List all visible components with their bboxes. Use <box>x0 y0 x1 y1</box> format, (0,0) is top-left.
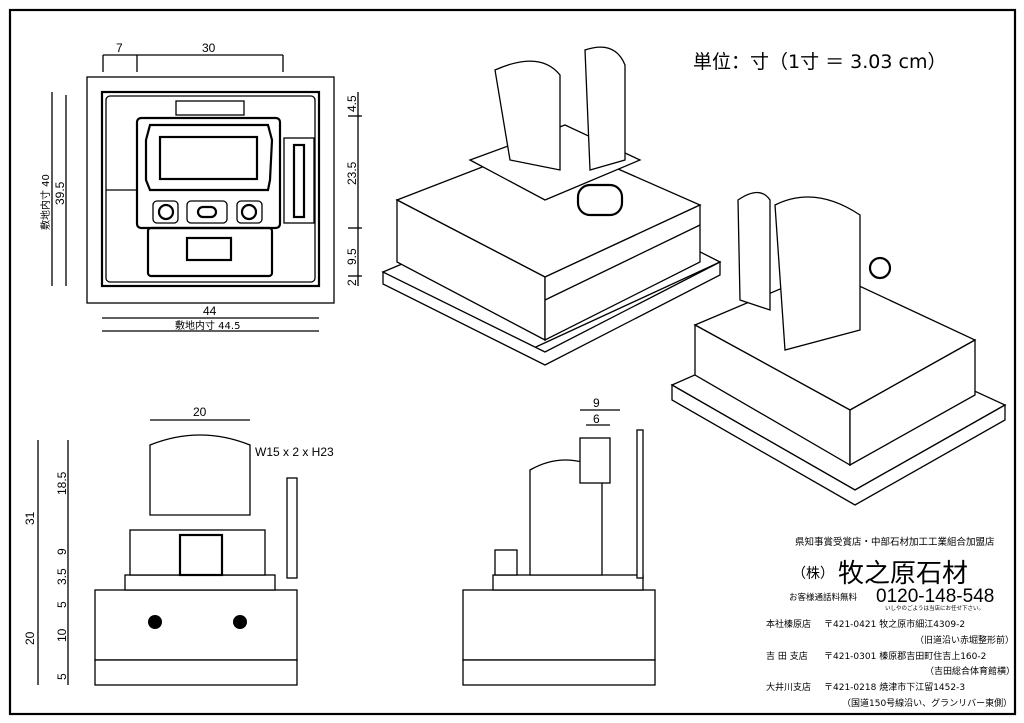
dim-note: W15 x 2 x H23 <box>255 445 334 459</box>
dim-18-5: 18.5 <box>55 471 69 495</box>
dim-front-20: 20 <box>193 405 207 419</box>
company-name: 牧之原石材 <box>838 559 968 589</box>
branch-address: 〒421-0421 牧之原市細江4309-2 <box>824 618 965 630</box>
front-view: 20 W15 x 2 x H23 31 18.5 9 3.5 5 10 5 20 <box>23 405 334 686</box>
dim-10: 10 <box>55 628 69 642</box>
dim-7: 7 <box>116 41 123 55</box>
unit-note: 単位：寸（1寸 ＝ 3.03 cm） <box>693 51 946 73</box>
dim-inner-40: 敷地内寸 40 <box>39 174 52 230</box>
dim-3-5: 3.5 <box>55 568 69 585</box>
isometric-view-front <box>381 46 722 366</box>
company-tagline: 県知事賞受賞店・中部石材加工工業組合加盟店 <box>795 536 995 548</box>
sheet-border <box>8 8 1017 716</box>
dim-inner-44-5: 敷地内寸 44.5 <box>175 319 240 332</box>
dim-side-6: 6 <box>593 412 600 426</box>
dim-30: 30 <box>202 41 216 55</box>
branch-name: 吉 田 支店 <box>766 650 808 662</box>
dim-23-5: 23.5 <box>345 161 359 185</box>
phone-sub: いしやのごようは当店にお任せ下さい。 <box>885 604 984 612</box>
dim-44: 44 <box>203 304 217 318</box>
phone-number: 0120-148-548 <box>876 586 994 607</box>
dim-4-5: 4.5 <box>345 95 359 112</box>
branch-note: （吉田総合体育館横） <box>925 665 1015 677</box>
dim-side-9: 9 <box>593 396 600 410</box>
branch-note: （旧道沿い赤堀整形前） <box>915 634 1014 646</box>
company-info: 県知事賞受賞店・中部石材加工工業組合加盟店 （株） 牧之原石材 お客様通話料無料… <box>766 536 1015 709</box>
side-view: 9 6 <box>462 396 656 686</box>
dim-2: 2 <box>345 279 359 286</box>
dim-9-5: 9.5 <box>345 248 359 265</box>
dim-5a: 5 <box>55 601 69 608</box>
branch-note: （国道150号線沿い、グランリバー東側） <box>842 697 1012 709</box>
dim-20: 20 <box>23 631 37 645</box>
isometric-view-rear <box>670 191 1007 506</box>
dim-39-5: 39.5 <box>53 181 67 205</box>
plan-view: 7 30 敷地内寸 40 39.5 4.5 23.5 9.5 2 44 敷地内寸… <box>39 41 362 332</box>
branch-address: 〒421-0301 榛原郡吉田町住吉上160-2 <box>824 650 986 662</box>
branch-address: 〒421-0218 焼津市下江留1452-3 <box>824 681 965 693</box>
phone-label: お客様通話料無料 <box>789 592 858 603</box>
branch-name: 大井川支店 <box>766 681 811 693</box>
branch-name: 本社榛原店 <box>766 618 811 630</box>
dim-9: 9 <box>55 548 69 555</box>
dim-31: 31 <box>23 511 37 525</box>
dim-5b: 5 <box>55 673 69 680</box>
company-prefix: （株） <box>792 566 834 582</box>
